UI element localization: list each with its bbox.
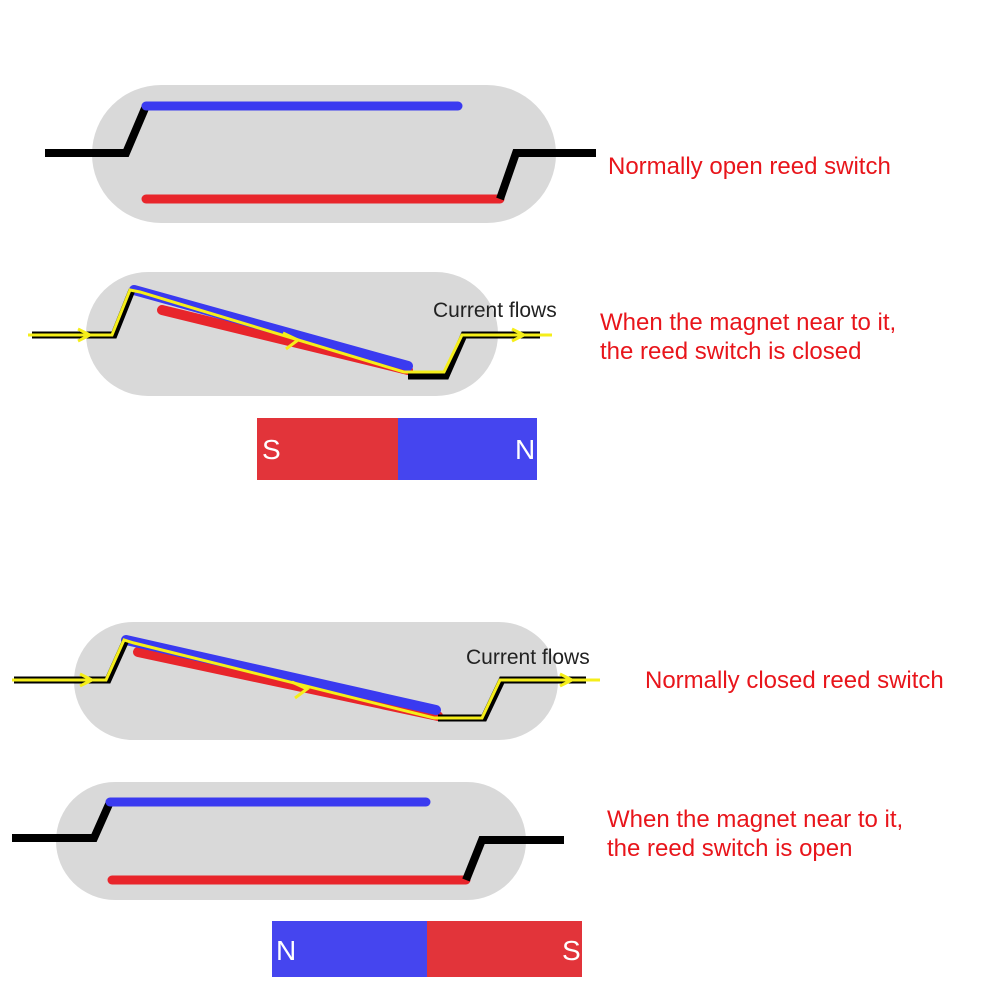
magnet-near-line1: When the magnet near to it, — [600, 309, 896, 336]
lead-right — [496, 149, 596, 201]
lead-left — [12, 800, 114, 842]
magnet-near-line2: the reed switch is open — [607, 835, 852, 862]
current-path — [12, 638, 600, 720]
lead-left — [45, 104, 150, 157]
current-arrow-icon — [79, 672, 96, 688]
current-arrow-icon — [511, 327, 528, 343]
pole-label-left: N — [276, 935, 296, 966]
switch-normally-closed-magnet: When the magnet near to it, the reed swi… — [12, 782, 903, 900]
switch-normally-open-magnet: Current flows When the magnet near to it… — [28, 272, 896, 396]
switch-normally-open: Normally open reed switch — [45, 85, 891, 223]
lead-right — [462, 836, 564, 882]
reed-blue — [121, 635, 441, 715]
current-path — [28, 288, 552, 374]
magnet-near-line2: the reed switch is closed — [600, 338, 861, 365]
current-flows-label: Current flows — [466, 646, 590, 669]
magnet-south-pole — [427, 921, 582, 977]
magnet-2: N S — [272, 921, 582, 977]
pole-label-right: S — [562, 935, 581, 966]
pole-label-right: N — [515, 434, 535, 465]
current-arrow-icon — [77, 327, 94, 343]
current-flows-label: Current flows — [433, 299, 557, 322]
current-arrow-icon — [282, 331, 301, 351]
normally-closed-title: Normally closed reed switch — [645, 667, 944, 694]
magnet-north-pole — [272, 921, 427, 977]
magnet-near-line1: When the magnet near to it, — [607, 806, 903, 833]
magnet-1: S N — [257, 418, 537, 480]
current-arrow-icon — [291, 680, 310, 700]
current-arrow-icon — [559, 672, 576, 688]
glass-tube — [92, 85, 556, 223]
magnet-south-pole — [257, 418, 398, 480]
switch-normally-closed: Current flows Normally closed reed switc… — [12, 622, 944, 740]
normally-open-title: Normally open reed switch — [608, 153, 891, 180]
magnet-north-pole — [398, 418, 537, 480]
pole-label-left: S — [262, 434, 281, 465]
glass-tube — [56, 782, 526, 900]
